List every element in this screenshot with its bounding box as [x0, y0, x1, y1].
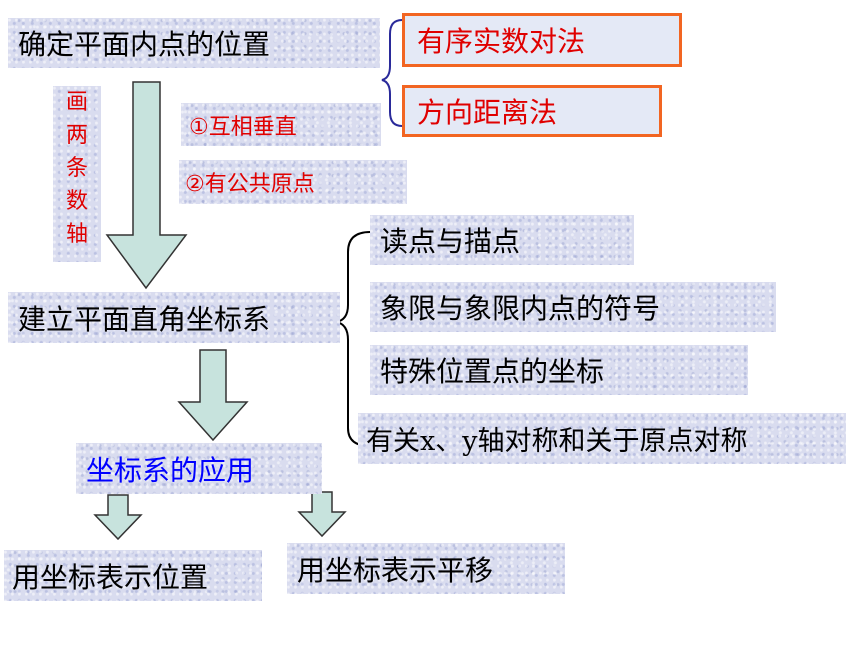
- draw-axes-char: 两: [65, 123, 88, 148]
- condition-origin-label: ②有公共原点: [185, 172, 315, 197]
- represent-translation-label: 用坐标表示平移: [297, 553, 494, 587]
- application-label: 坐标系的应用: [86, 453, 255, 487]
- topic-read-plot-box: 读点与描点: [370, 215, 634, 265]
- draw-axes-char: 数: [65, 189, 88, 214]
- method-direction-distance-label: 方向距离法: [417, 96, 558, 129]
- locate-box: 确定平面内点的位置: [8, 18, 380, 68]
- arrow-down-small-left: [93, 494, 143, 541]
- draw-axes-box: 画两条数轴: [53, 86, 101, 262]
- draw-axes-char: 画: [65, 90, 88, 115]
- draw-axes-label: 画两条数轴: [53, 92, 101, 246]
- arrow-down-small-right: [297, 491, 347, 538]
- brace-methods: [381, 19, 403, 127]
- arrow-down-large: [105, 81, 188, 290]
- condition-origin-box: ②有公共原点: [179, 160, 407, 204]
- draw-axes-char: 条: [65, 156, 88, 181]
- topic-special-position-label: 特殊位置点的坐标: [380, 355, 605, 388]
- arrow-down-medium: [177, 349, 249, 442]
- method-ordered-pair-label: 有序实数对法: [417, 25, 586, 58]
- method-direction-distance-box: 方向距离法: [402, 85, 662, 137]
- condition-perpendicular-box: ①互相垂直: [181, 103, 381, 146]
- application-box: 坐标系的应用: [76, 443, 322, 494]
- topic-quadrant-label: 象限与象限内点的符号: [380, 292, 661, 325]
- topic-symmetry-label: 有关x、y轴对称和关于原点对称: [366, 426, 748, 457]
- system-label: 建立平面直角坐标系: [18, 302, 271, 336]
- topic-symmetry-box: 有关x、y轴对称和关于原点对称: [358, 413, 846, 464]
- topic-read-plot-label: 读点与描点: [380, 225, 521, 258]
- draw-axes-char: 轴: [65, 222, 88, 247]
- topic-quadrant-box: 象限与象限内点的符号: [370, 282, 776, 332]
- condition-perpendicular-label: ①互相垂直: [189, 114, 297, 140]
- represent-translation-box: 用坐标表示平移: [287, 543, 565, 594]
- represent-position-box: 用坐标表示位置: [4, 550, 262, 601]
- represent-position-label: 用坐标表示位置: [12, 560, 209, 594]
- method-ordered-pair-box: 有序实数对法: [402, 13, 682, 67]
- topic-special-position-box: 特殊位置点的坐标: [370, 345, 748, 395]
- system-box: 建立平面直角坐标系: [8, 292, 340, 343]
- locate-label: 确定平面内点的位置: [18, 28, 271, 61]
